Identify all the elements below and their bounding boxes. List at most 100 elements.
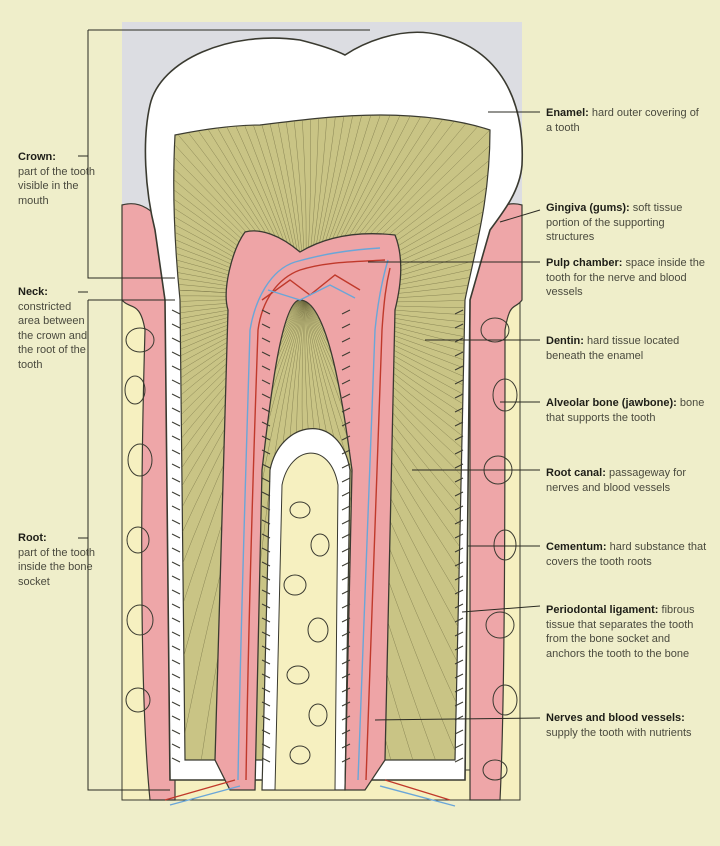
ligament-fibre [171,743,181,749]
ligament-fibre [454,491,464,497]
ligament-fibre [454,379,464,385]
ligament-fibre [454,729,464,735]
ligament-fibre [261,743,271,749]
ligament-fibre [454,757,464,763]
label-nerves-desc: supply the tooth with nutrients [546,726,692,739]
label-neck-term: Neck: [18,286,48,298]
ligament-fibre [171,407,181,413]
dentin-tubule [287,115,311,301]
ligament-fibre [171,645,181,651]
ligament-fibre [261,589,271,595]
ligament-fibre [171,393,181,399]
ligament-fibre [171,603,181,609]
ligament-fibre [454,519,464,525]
ligament-fibre [454,631,464,637]
ligament-fibre [261,505,271,511]
ligament-fibre [454,477,464,483]
ligament-fibre [454,589,464,595]
label-cementum-desc: hard substance that covers the tooth roo… [546,541,707,568]
label-enamel-desc: hard outer covering of a tooth [546,107,699,134]
label-gingiva: Gingiva (gums): soft tissue portion of t… [546,201,708,245]
ligament-fibre [261,365,271,371]
ligament-fibre [261,477,271,483]
ligament-fibre [341,435,351,441]
label-cementum: Cementum: hard substance that covers the… [546,540,708,569]
label-ligament-desc: fibrous tissue that separates the tooth … [546,604,695,660]
ligament-fibre [171,547,181,553]
ligament-fibre [171,729,181,735]
ligament-fibre [171,449,181,455]
ligament-fibre [261,463,271,469]
ligament-fibre [454,435,464,441]
ligament-fibre [261,631,271,637]
ligament-fibre [261,561,271,567]
label-nerves-term: Nerves and blood vessels: [546,712,685,724]
ligament-fibre [261,659,271,665]
ligament-fibre [261,547,271,553]
ligament-fibre [341,603,351,609]
ligament-fibre [171,533,181,539]
label-pulp: Pulp chamber: space inside the tooth for… [546,256,708,300]
label-canal-desc: passageway for nerves and blood vessels [546,467,687,494]
interradicular-trabeculae [283,501,330,765]
ligament-fibre [171,351,181,357]
leader-nerves [374,717,541,721]
ligament-fibre [454,687,464,693]
dentin-tubule [304,299,491,743]
dentin-tubule [217,115,306,301]
ligament-fibre [171,435,181,441]
ligament-fibre [171,589,181,595]
nerves-and-vessels [164,247,456,807]
ligament-fibre [261,617,271,623]
label-neck: Neck: constricted area between the crown… [18,285,96,372]
ligament-fibre [341,743,351,749]
ligament-fibre [454,701,464,707]
dentin-tubule [304,115,320,301]
ligament-fibre [341,491,351,497]
ligament-fibre [454,393,464,399]
ligament-fibre [454,449,464,455]
bracket-root [87,300,170,791]
ligament-fibre [171,463,181,469]
ligament-fibre [171,309,181,315]
dentin-tubule [304,115,336,301]
label-crown-term: Crown: [18,151,56,163]
ligament-fibre [341,421,351,427]
ligament-fibre [261,533,271,539]
ligament-fibre [454,617,464,623]
ligament-fibre [261,715,271,721]
ligament-fibre [171,337,181,343]
label-enamel: Enamel: hard outer covering of a tooth [546,106,708,135]
ligament-fibre [454,323,464,329]
ligament-fibre [454,743,464,749]
ligament-fibre [261,309,271,315]
dentin-tubule [173,299,306,760]
label-gingiva-desc: soft tissue portion of the supporting st… [546,202,683,243]
label-ligament: Periodontal ligament: fibrous tissue tha… [546,603,708,661]
label-root: Root: part of the tooth inside the bone … [18,531,96,589]
ligament-fibre [261,421,271,427]
ligament-fibre [261,491,271,497]
ligament-fibre [261,393,271,399]
ligament-fibre [341,393,351,399]
label-dentin: Dentin: hard tissue located beneath the … [546,334,708,363]
ligament-fibre [454,575,464,581]
label-gingiva-term: Gingiva (gums): [546,202,630,214]
ligament-fibre [261,603,271,609]
ligament-fibre [341,323,351,329]
label-root-term: Root: [18,532,47,544]
ligament-fibre [341,673,351,679]
ligament-fibre [341,701,351,707]
ligament-fibre [341,533,351,539]
label-canal: Root canal: passageway for nerves and bl… [546,466,708,495]
ligament-fibre [171,421,181,427]
leader-gingiva [499,209,541,223]
label-alveolar-desc: bone that supports the tooth [546,397,705,424]
ligament-fibre [261,729,271,735]
ligament-fibre [341,589,351,595]
ligament-fibre [171,715,181,721]
ligament-fibre [341,519,351,525]
ligament-fibre [454,561,464,567]
